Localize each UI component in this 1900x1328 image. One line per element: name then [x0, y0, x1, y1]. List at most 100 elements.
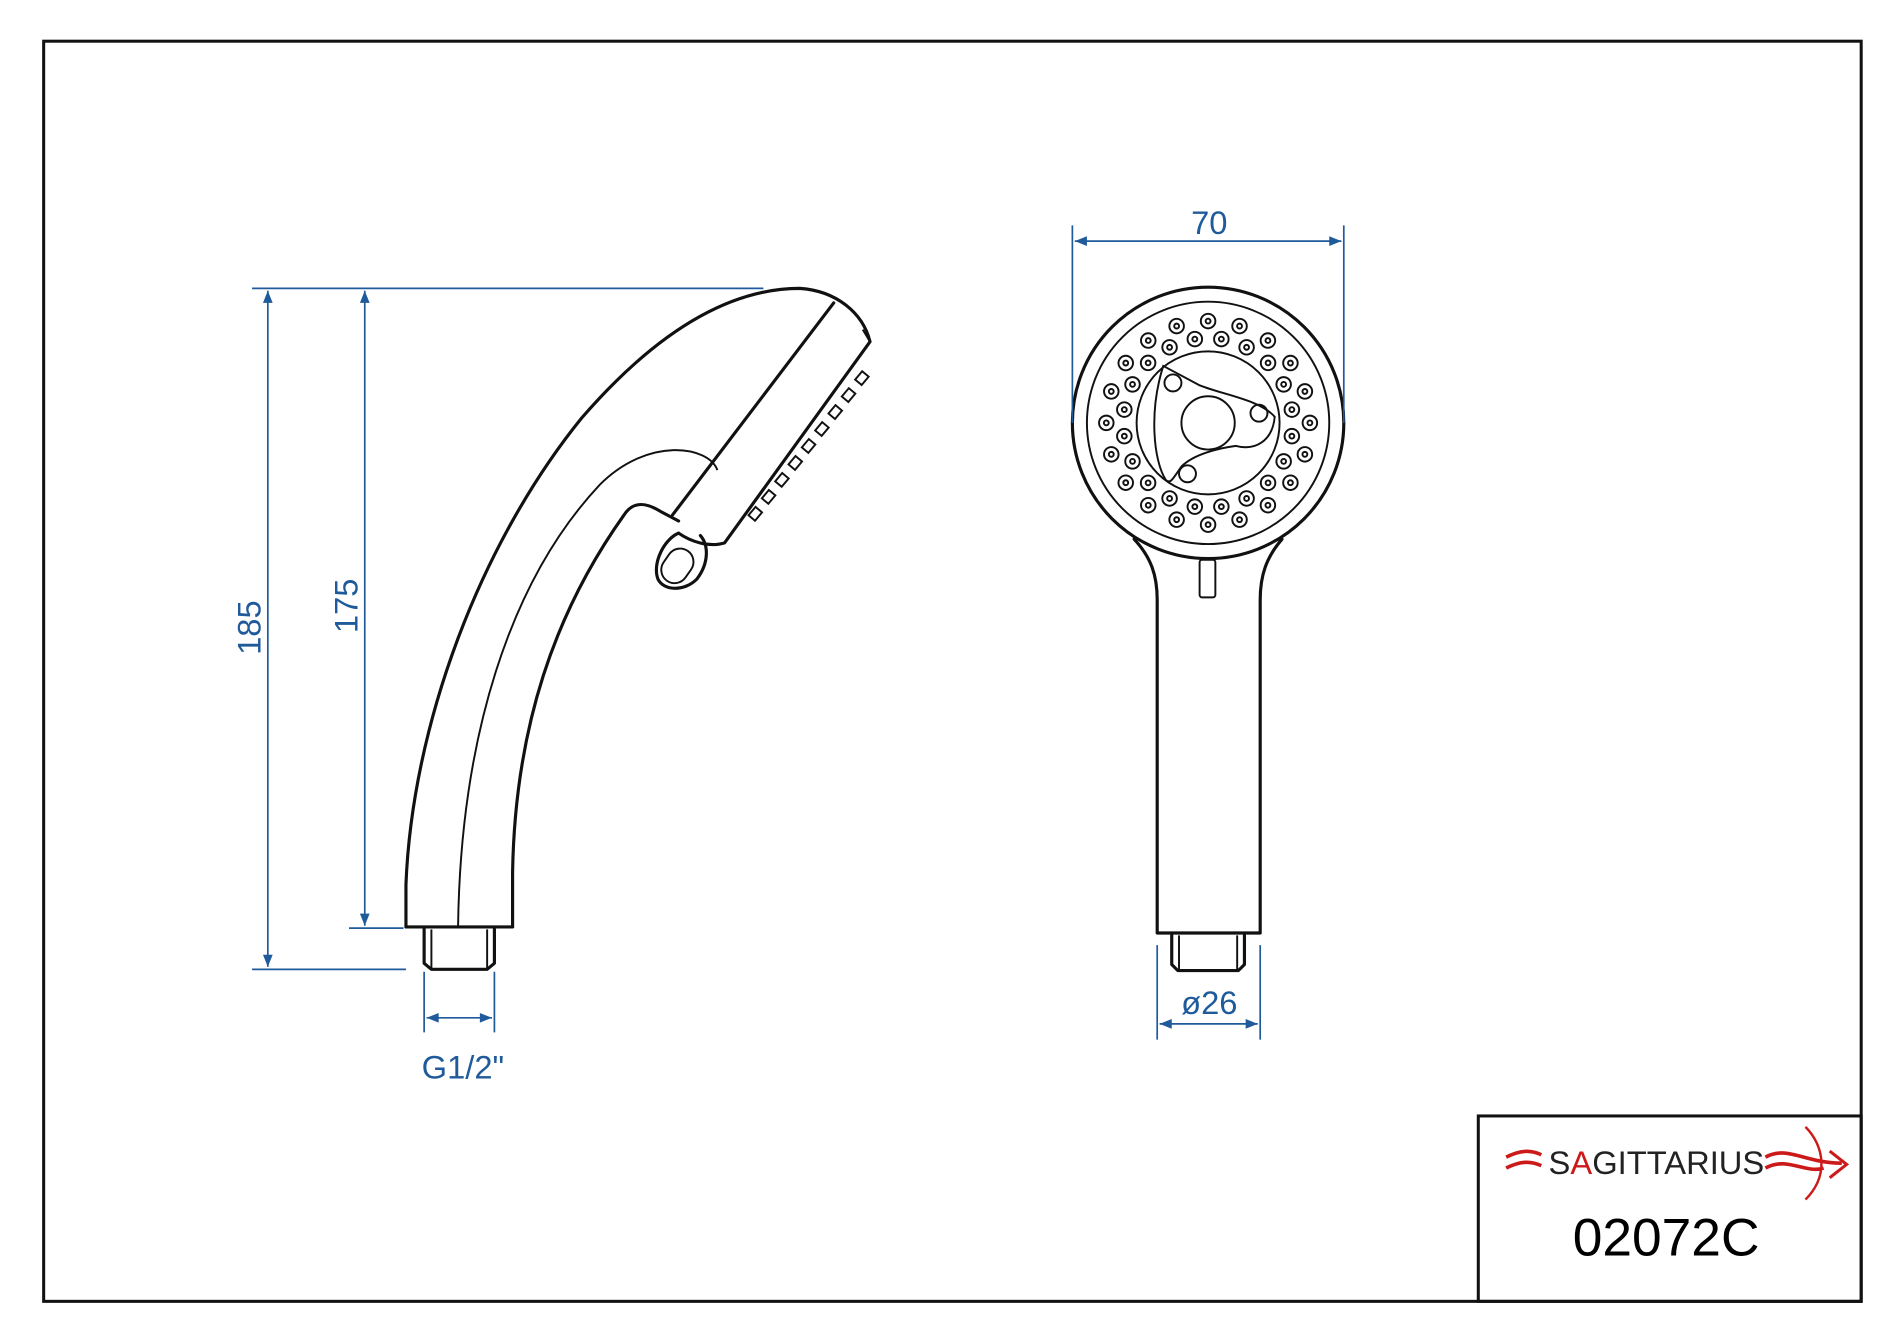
dimension-body-height: 175 [327, 290, 404, 929]
nozzle [1236, 322, 1243, 330]
nozzle [1166, 495, 1173, 502]
nozzle [1287, 479, 1294, 487]
nozzle [1144, 479, 1152, 487]
nozzle [1280, 380, 1288, 388]
nozzle [1116, 401, 1133, 418]
nozzle [1217, 335, 1225, 343]
nozzle [1168, 511, 1185, 528]
nozzle [1124, 453, 1141, 470]
nozzle [1120, 432, 1128, 440]
nozzle [1199, 312, 1217, 330]
nozzle [1264, 479, 1272, 487]
nozzle [853, 369, 871, 387]
nozzle [747, 505, 764, 523]
nozzle [1236, 516, 1243, 524]
nozzle [1161, 490, 1178, 507]
nozzle [1102, 419, 1110, 427]
nozzle [1140, 496, 1157, 514]
nozzle [1259, 332, 1277, 349]
nozzle [1259, 354, 1277, 372]
nozzle [800, 437, 817, 455]
nozzle [1107, 388, 1115, 395]
title-block: SAGITTARIUS 02072C [1476, 1114, 1863, 1303]
nozzle [1259, 474, 1277, 492]
nozzle [1275, 376, 1292, 393]
nozzle [1140, 332, 1157, 349]
nozzle [1129, 380, 1136, 388]
nozzle [1243, 343, 1250, 351]
nozzle [1186, 330, 1204, 348]
nozzle [1243, 495, 1250, 502]
drawing-frame [42, 39, 1863, 1303]
nozzle [1264, 501, 1272, 509]
nozzle [1161, 339, 1178, 356]
nozzle [1259, 496, 1277, 514]
nozzle [1144, 359, 1152, 367]
side-view [404, 286, 872, 971]
nozzle [1306, 419, 1314, 427]
nozzle [1280, 457, 1288, 465]
nozzle [1120, 406, 1128, 414]
nozzle [1186, 498, 1204, 515]
nozzle [787, 454, 804, 472]
nozzle [1288, 406, 1296, 414]
nozzle [1283, 427, 1301, 445]
nozzle [773, 471, 791, 489]
nozzle [813, 420, 831, 438]
nozzle [1166, 343, 1173, 351]
nozzle [1264, 359, 1272, 367]
nozzle [1282, 354, 1299, 372]
nozzle [1103, 383, 1120, 400]
body-height-label: 175 [327, 579, 364, 634]
nozzle [1287, 359, 1294, 367]
nozzle [1213, 498, 1230, 515]
nozzle [1204, 521, 1212, 529]
nozzle [1301, 414, 1319, 432]
overall-height-label: 185 [231, 600, 268, 655]
product-code: 02072C [1573, 1208, 1760, 1267]
thread-label: G1/2" [422, 1048, 505, 1085]
dimension-overall-height: 185 [231, 287, 764, 971]
dimension-handle-diameter: ø26 [1156, 945, 1262, 1040]
brand-logo: SAGITTARIUS [1505, 1126, 1850, 1201]
nozzle [1238, 339, 1255, 356]
nozzle [1231, 317, 1248, 335]
nozzle [1296, 383, 1314, 400]
nozzle [1238, 490, 1255, 507]
nozzle [1288, 432, 1296, 440]
nozzle [1117, 474, 1134, 491]
nozzle [1168, 317, 1185, 335]
nozzle [1173, 322, 1181, 330]
nozzle [1122, 359, 1130, 367]
nozzle [840, 386, 857, 404]
nozzle [1098, 414, 1115, 432]
nozzle [1204, 317, 1212, 325]
nozzle [1144, 501, 1152, 509]
dimension-head-width: 70 [1071, 204, 1345, 423]
nozzle [1191, 503, 1199, 511]
nozzle [1301, 450, 1309, 458]
nozzle [1103, 446, 1120, 463]
handle-diameter-label: ø26 [1181, 984, 1237, 1021]
svg-text:SAGITTARIUS: SAGITTARIUS [1549, 1144, 1765, 1181]
nozzle [1191, 335, 1199, 343]
nozzle [1139, 354, 1157, 372]
nozzle [1139, 474, 1157, 492]
nozzle [1116, 427, 1133, 445]
nozzle [1296, 446, 1314, 463]
nozzle [1124, 376, 1141, 393]
nozzle [827, 403, 844, 421]
nozzle [1107, 450, 1115, 458]
nozzle [1217, 503, 1225, 511]
nozzle [1283, 401, 1301, 418]
front-view [1070, 285, 1346, 973]
dimension-thread: G1/2" [422, 971, 505, 1085]
nozzle [1231, 511, 1248, 528]
nozzle [1173, 516, 1181, 524]
nozzle [1275, 453, 1292, 470]
nozzle [760, 488, 777, 506]
nozzle [1301, 388, 1309, 395]
nozzle [1129, 457, 1136, 465]
nozzle [1117, 354, 1134, 372]
